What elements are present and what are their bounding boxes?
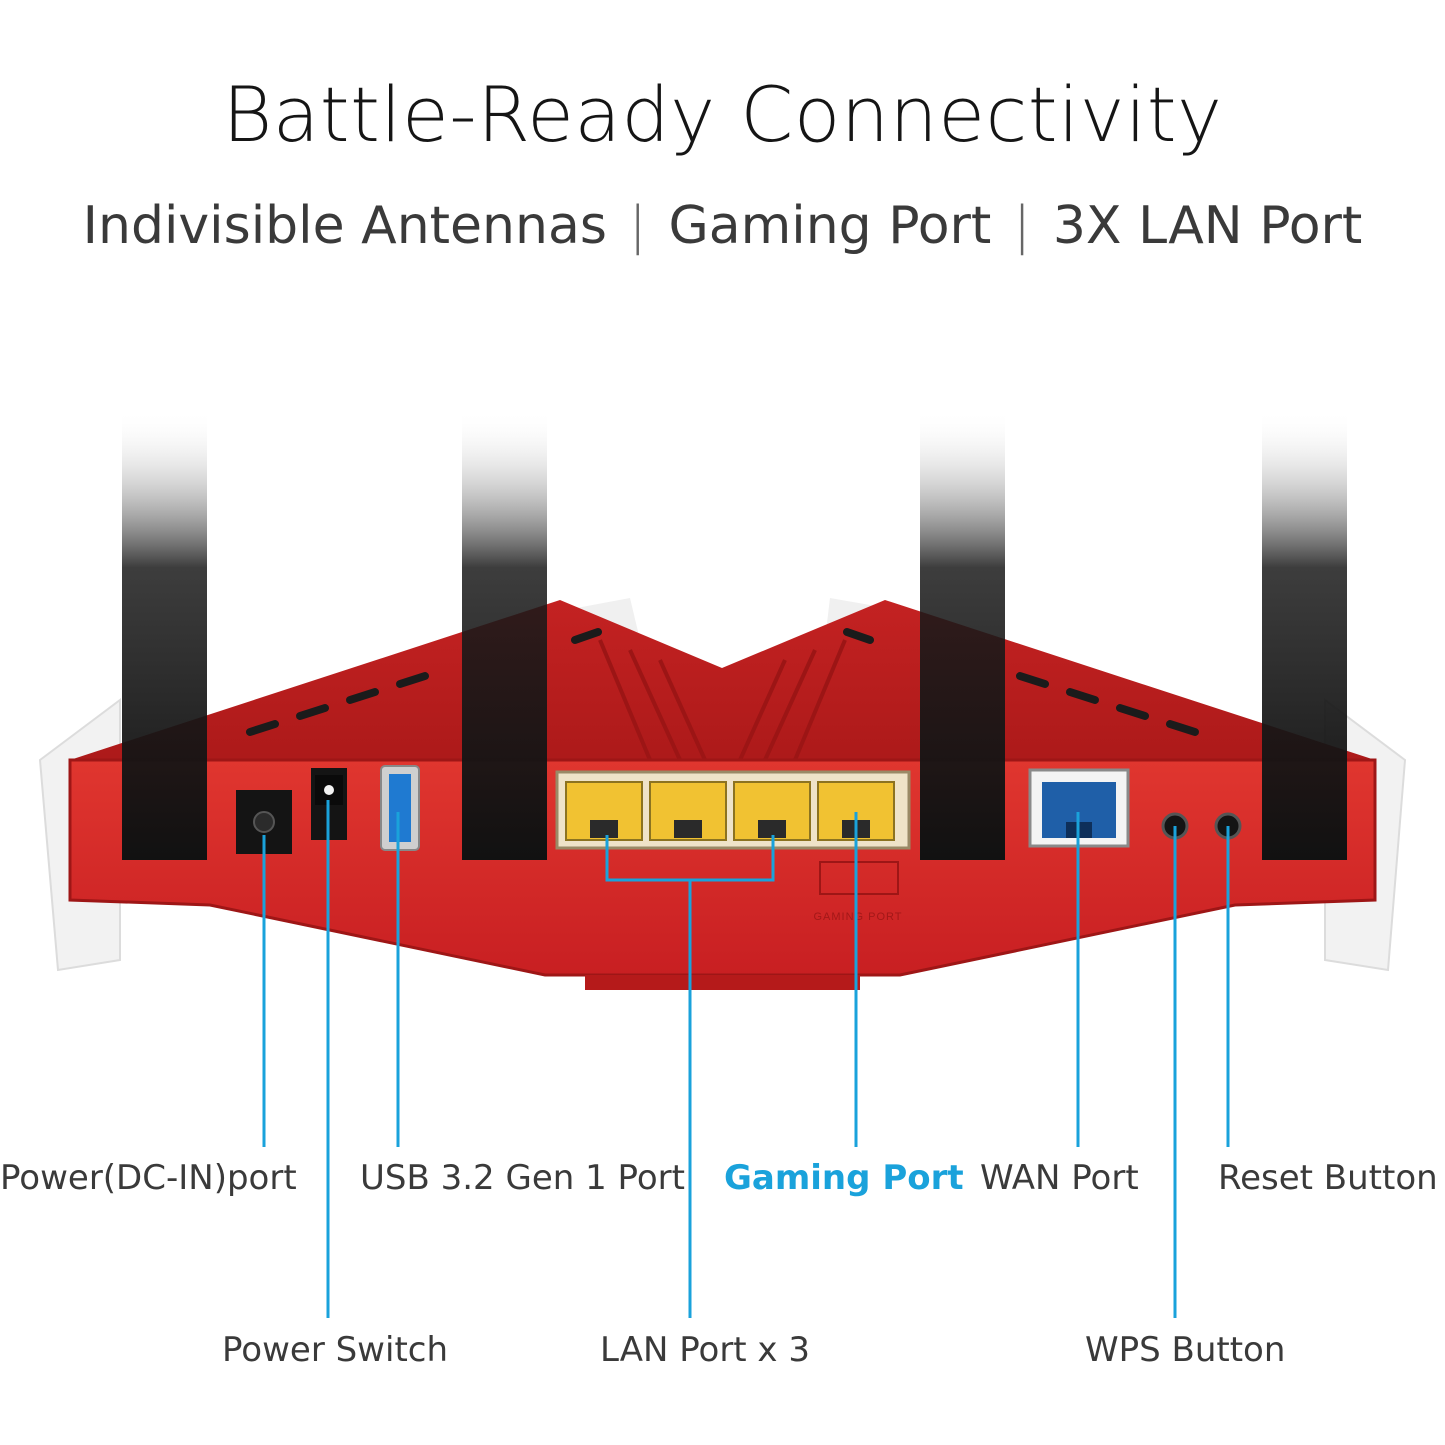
feature-subtitle: Indivisible Antennas | Gaming Port | 3X LAN … xyxy=(0,196,1445,256)
antenna-1 xyxy=(122,410,207,860)
antenna-3 xyxy=(920,410,1005,860)
vent-slots xyxy=(246,628,1199,736)
callout-wan-port: WAN Port xyxy=(980,1158,1139,1198)
bottom-foot xyxy=(585,975,860,990)
separator: | xyxy=(1013,196,1031,256)
ridge-pattern xyxy=(598,639,847,761)
callout-power-dc-in: Power(DC-IN)port xyxy=(0,1158,297,1198)
callout-power-switch: Power Switch xyxy=(222,1330,449,1370)
feature-gaming-port: Gaming Port xyxy=(668,196,992,256)
gaming-port-marking-box xyxy=(819,861,899,895)
callout-lines xyxy=(262,800,1230,1318)
feature-lan-ports: 3X LAN Port xyxy=(1052,196,1363,256)
antenna-4 xyxy=(1262,410,1347,860)
page-title: Battle-Ready Connectivity xyxy=(222,70,1223,159)
callout-lan-ports: LAN Port x 3 xyxy=(600,1330,810,1370)
router-top-cover xyxy=(70,600,1375,790)
rj45-ports xyxy=(565,781,895,841)
callout-wps-button: WPS Button xyxy=(1085,1330,1286,1370)
callout-usb-port: USB 3.2 Gen 1 Port xyxy=(360,1158,685,1198)
separator: | xyxy=(628,196,647,256)
feature-antennas: Indivisible Antennas xyxy=(82,196,607,256)
gaming-port-marking: GAMING PORT xyxy=(813,911,902,923)
antenna-2 xyxy=(462,410,547,860)
callout-reset-button: Reset Button xyxy=(1218,1158,1438,1198)
callout-gaming-port: Gaming Port xyxy=(724,1158,964,1198)
